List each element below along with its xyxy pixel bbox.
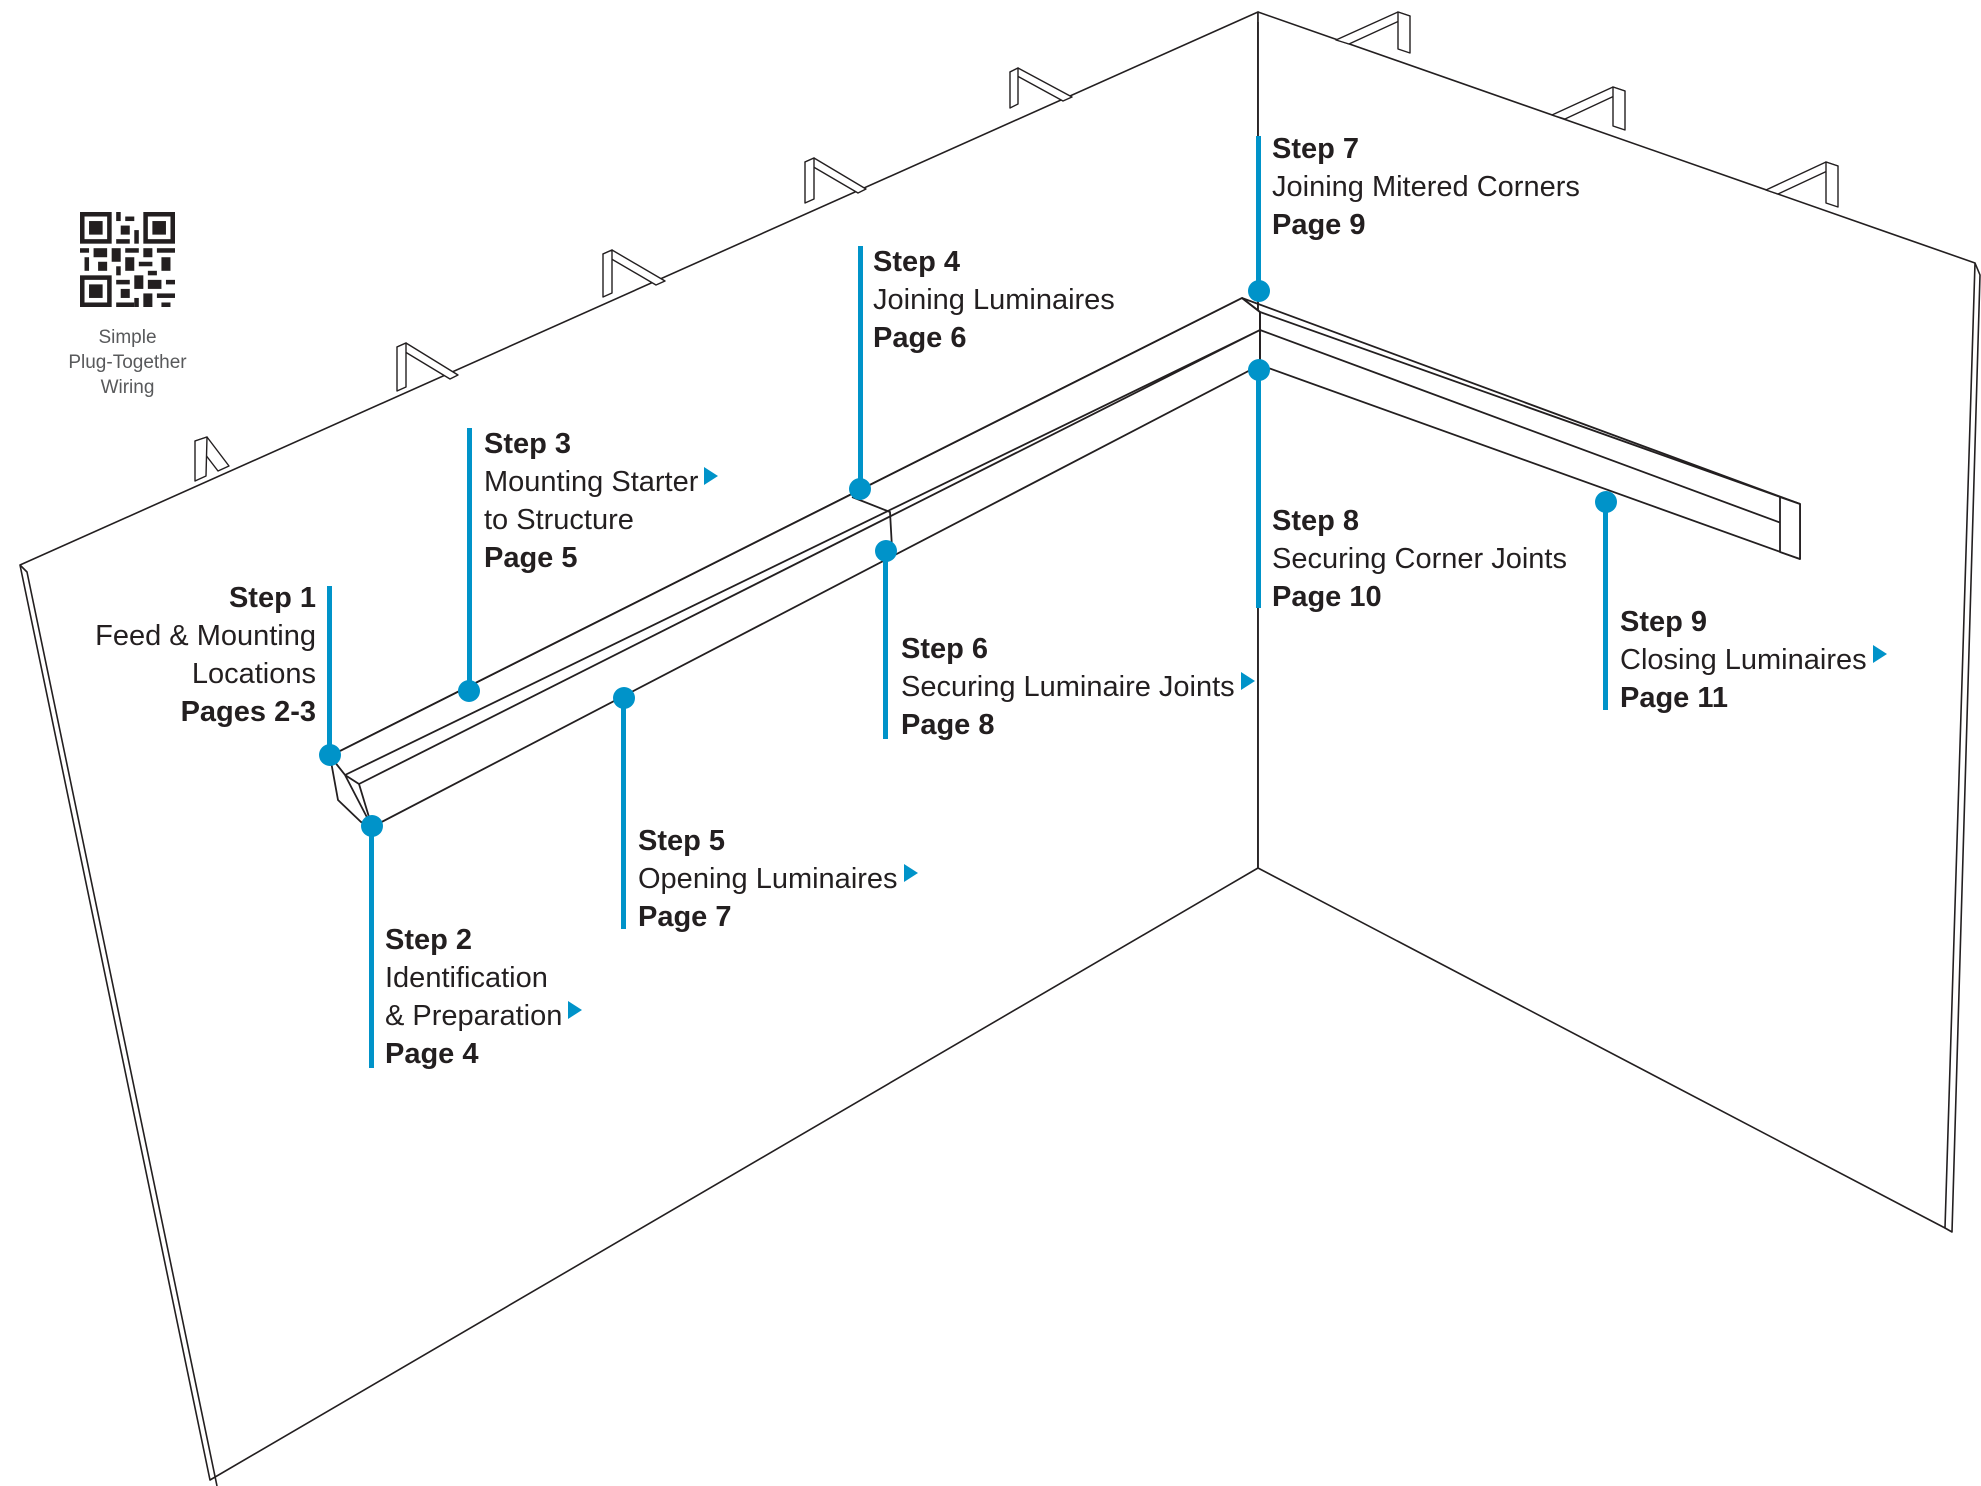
step-9-callout[interactable]: Step 9 Closing Luminaires Page 11 xyxy=(1620,603,1887,717)
step-8-leader xyxy=(1256,370,1261,608)
step-4-marker[interactable] xyxy=(849,478,871,500)
left-wall-thickness xyxy=(19,564,218,1486)
step-5-leader xyxy=(621,697,626,929)
play-arrow-icon[interactable] xyxy=(704,467,719,485)
step-page-ref: Page 11 xyxy=(1620,682,1729,714)
step-page-ref: Page 5 xyxy=(484,542,578,574)
joist xyxy=(194,436,208,482)
step-description: Joining Mitered Corners xyxy=(1272,171,1580,203)
qr-caption: Simple Plug-Together Wiring xyxy=(60,325,195,400)
step-3-marker[interactable] xyxy=(458,680,480,702)
qr-caption-line: Plug-Together xyxy=(68,352,187,373)
luminaire-joint xyxy=(851,496,893,549)
qr-code-icon[interactable] xyxy=(80,212,175,307)
play-arrow-icon[interactable] xyxy=(903,864,918,882)
step-3-leader xyxy=(467,428,472,690)
step-6-callout[interactable]: Step 6 Securing Luminaire Joints Page 8 xyxy=(901,630,1255,744)
step-1-callout[interactable]: Step 1 Feed & Mounting Locations Pages 2… xyxy=(80,579,316,731)
step-7-callout[interactable]: Step 7 Joining Mitered Corners Page 9 xyxy=(1272,130,1580,244)
step-page-ref: Page 10 xyxy=(1272,581,1382,613)
step-description: Joining Luminaires xyxy=(873,284,1115,316)
step-4-callout[interactable]: Step 4 Joining Luminaires Page 6 xyxy=(873,243,1115,357)
step-2-leader xyxy=(369,826,374,1068)
step-5-marker[interactable] xyxy=(613,687,635,709)
step-6-leader xyxy=(883,551,888,739)
step-title: Step 6 xyxy=(901,633,989,665)
joist xyxy=(1009,67,1073,102)
luminaire-top-inner xyxy=(358,329,1261,785)
joist xyxy=(602,249,613,298)
step-description: Mounting Starter xyxy=(484,466,699,498)
step-description: Opening Luminaires xyxy=(638,863,898,895)
step-description: Securing Luminaire Joints xyxy=(901,671,1235,703)
right-wall-thickness xyxy=(1944,262,1981,1233)
step-description: Securing Corner Joints xyxy=(1272,543,1567,575)
left-wall xyxy=(19,11,1259,1481)
step-description: Closing Luminaires xyxy=(1620,644,1867,676)
step-4-leader xyxy=(858,246,863,488)
step-page-ref: Page 7 xyxy=(638,901,732,933)
joist xyxy=(1825,161,1839,208)
joist xyxy=(396,342,407,392)
step-description: Identification xyxy=(385,962,548,994)
joist xyxy=(1397,11,1411,54)
step-title: Step 2 xyxy=(385,924,473,956)
step-9-leader xyxy=(1603,502,1608,710)
step-2-marker[interactable] xyxy=(361,815,383,837)
step-title: Step 8 xyxy=(1272,505,1360,537)
step-1-marker[interactable] xyxy=(319,744,341,766)
step-description: & Preparation xyxy=(385,1000,563,1032)
step-8-callout[interactable]: Step 8 Securing Corner Joints Page 10 xyxy=(1272,502,1567,616)
step-title: Step 5 xyxy=(638,825,726,857)
step-1-leader xyxy=(327,586,332,756)
step-title: Step 9 xyxy=(1620,606,1708,638)
step-2-callout[interactable]: Step 2 Identification & Preparation Page… xyxy=(385,921,583,1073)
step-description: Feed & Mounting xyxy=(95,620,316,652)
step-8-marker[interactable] xyxy=(1248,359,1270,381)
step-page-ref: Page 9 xyxy=(1272,209,1366,241)
joist xyxy=(804,157,815,204)
step-7-leader xyxy=(1256,136,1261,291)
step-3-callout[interactable]: Step 3 Mounting Starter to Structure Pag… xyxy=(484,425,719,577)
joist xyxy=(1612,86,1626,131)
step-title: Step 3 xyxy=(484,428,572,460)
step-page-ref: Page 8 xyxy=(901,709,995,741)
step-title: Step 4 xyxy=(873,246,961,278)
step-5-callout[interactable]: Step 5 Opening Luminaires Page 7 xyxy=(638,822,918,936)
step-page-ref: Page 6 xyxy=(873,322,967,354)
play-arrow-icon[interactable] xyxy=(568,1001,583,1019)
play-arrow-icon[interactable] xyxy=(1872,645,1887,663)
step-7-marker[interactable] xyxy=(1248,280,1270,302)
step-6-marker[interactable] xyxy=(875,540,897,562)
qr-caption-line: Wiring xyxy=(100,377,155,398)
step-title: Step 7 xyxy=(1272,133,1360,165)
step-description: to Structure xyxy=(484,504,634,536)
joist xyxy=(1009,67,1019,109)
play-arrow-icon[interactable] xyxy=(1240,672,1255,690)
step-page-ref: Page 4 xyxy=(385,1038,479,1070)
step-9-marker[interactable] xyxy=(1595,491,1617,513)
step-page-ref: Pages 2-3 xyxy=(180,696,316,728)
qr-caption-line: Simple xyxy=(98,327,157,348)
luminaire-end-cap-right xyxy=(1779,496,1801,560)
step-description: Locations xyxy=(191,658,316,690)
step-title: Step 1 xyxy=(228,582,316,614)
